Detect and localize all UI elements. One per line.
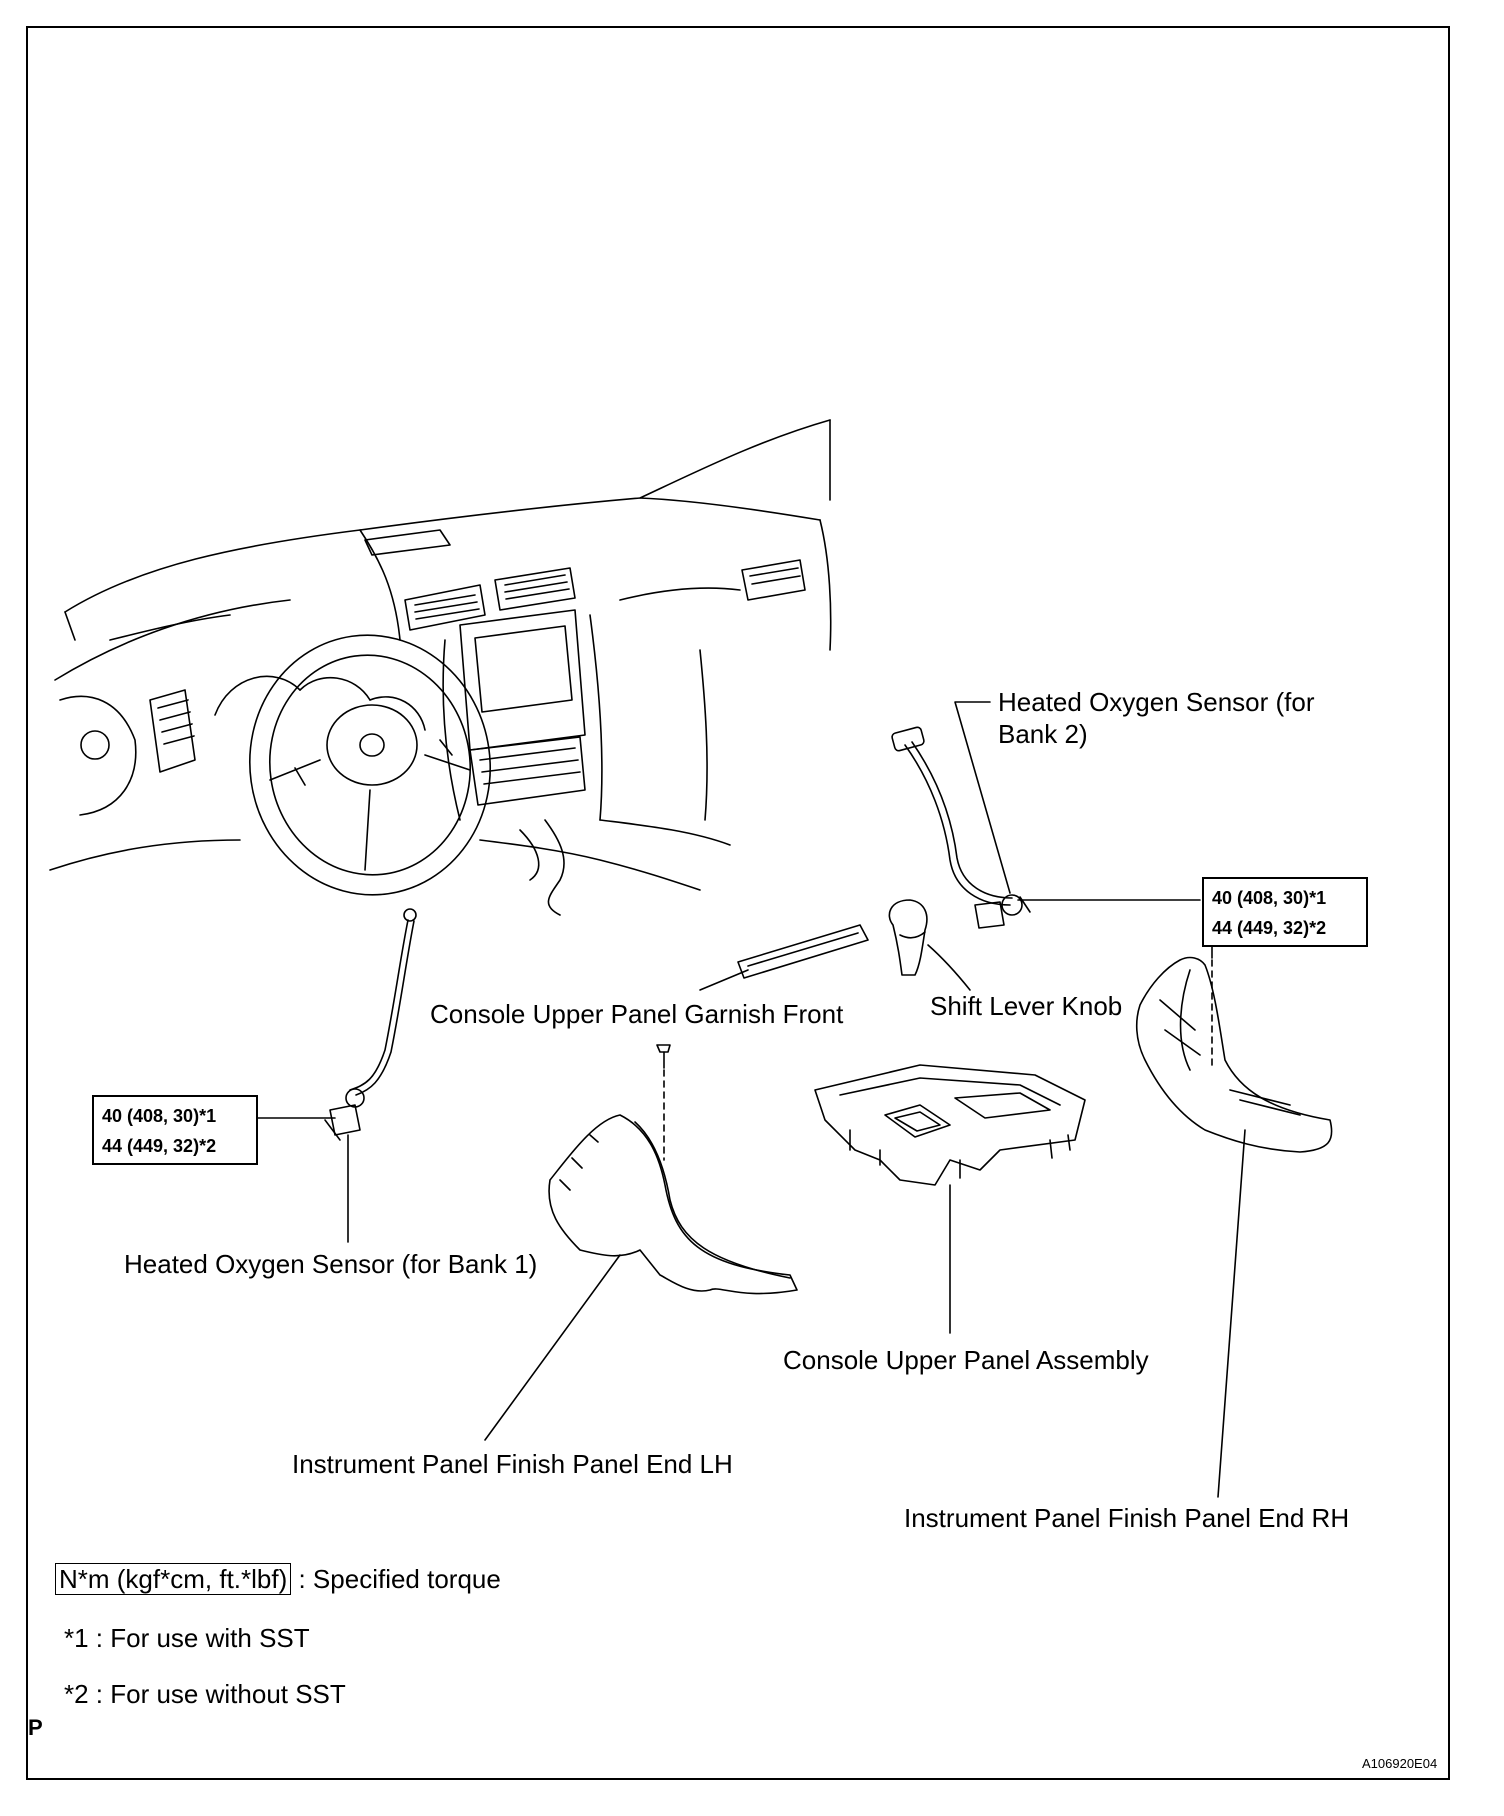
leader-garnish [699,969,749,991]
torque-bank1-line1: 40 (408, 30)*1 [102,1106,217,1126]
oxygen-sensor-bank2-part [891,726,1031,929]
marker-p: P [28,1715,43,1740]
dashboard-illustration [49,419,832,916]
label-ho2-bank1: Heated Oxygen Sensor (for Bank 1) [124,1249,538,1279]
leader-shift-knob [927,944,971,991]
diagram-frame [26,26,1450,1780]
leader-finish-rh [1217,1129,1246,1498]
torque-box-bank2: 40 (408, 30)*1 44 (449, 32)*2 [1202,877,1368,947]
label-ho2-bank2: Heated Oxygen Sensor (for Bank 2) [998,687,1315,749]
screw-lh [656,1044,671,1069]
finish-panel-lh-part [548,1114,798,1295]
figure-code: A106920E04 [1362,1756,1438,1771]
torque-box-bank1: 40 (408, 30)*1 44 (449, 32)*2 [92,1095,258,1165]
finish-panel-rh-part [1135,956,1333,1153]
label-garnish-front: Console Upper Panel Garnish Front [430,999,844,1029]
legend-unit-box: N*m (kgf*cm, ft.*lbf) [55,1563,292,1595]
torque-bank2-line2: 44 (449, 32)*2 [1212,918,1327,938]
legend-note-1: *1 : For use with SST [64,1623,310,1653]
label-console-assembly: Console Upper Panel Assembly [783,1345,1149,1375]
label-finish-rh: Instrument Panel Finish Panel End RH [904,1503,1350,1533]
legend-unit-desc: : Specified torque [298,1564,501,1594]
oxygen-sensor-bank1-part [324,908,417,1141]
label-finish-lh: Instrument Panel Finish Panel End LH [292,1449,733,1479]
torque-bank1-line2: 44 (449, 32)*2 [102,1136,217,1156]
legend-note-2: *2 : For use without SST [64,1679,346,1709]
legend-torque: N*m (kgf*cm, ft.*lbf) : Specified torque [55,1563,501,1595]
console-assembly-part [814,1064,1086,1186]
torque-bank2-line1: 40 (408, 30)*1 [1212,888,1327,908]
garnish-front-part [737,924,869,979]
leader-finish-lh [484,1254,621,1441]
leader-bank2 [954,701,1011,894]
label-shift-knob: Shift Lever Knob [930,991,1123,1021]
shift-knob-part [888,899,928,976]
